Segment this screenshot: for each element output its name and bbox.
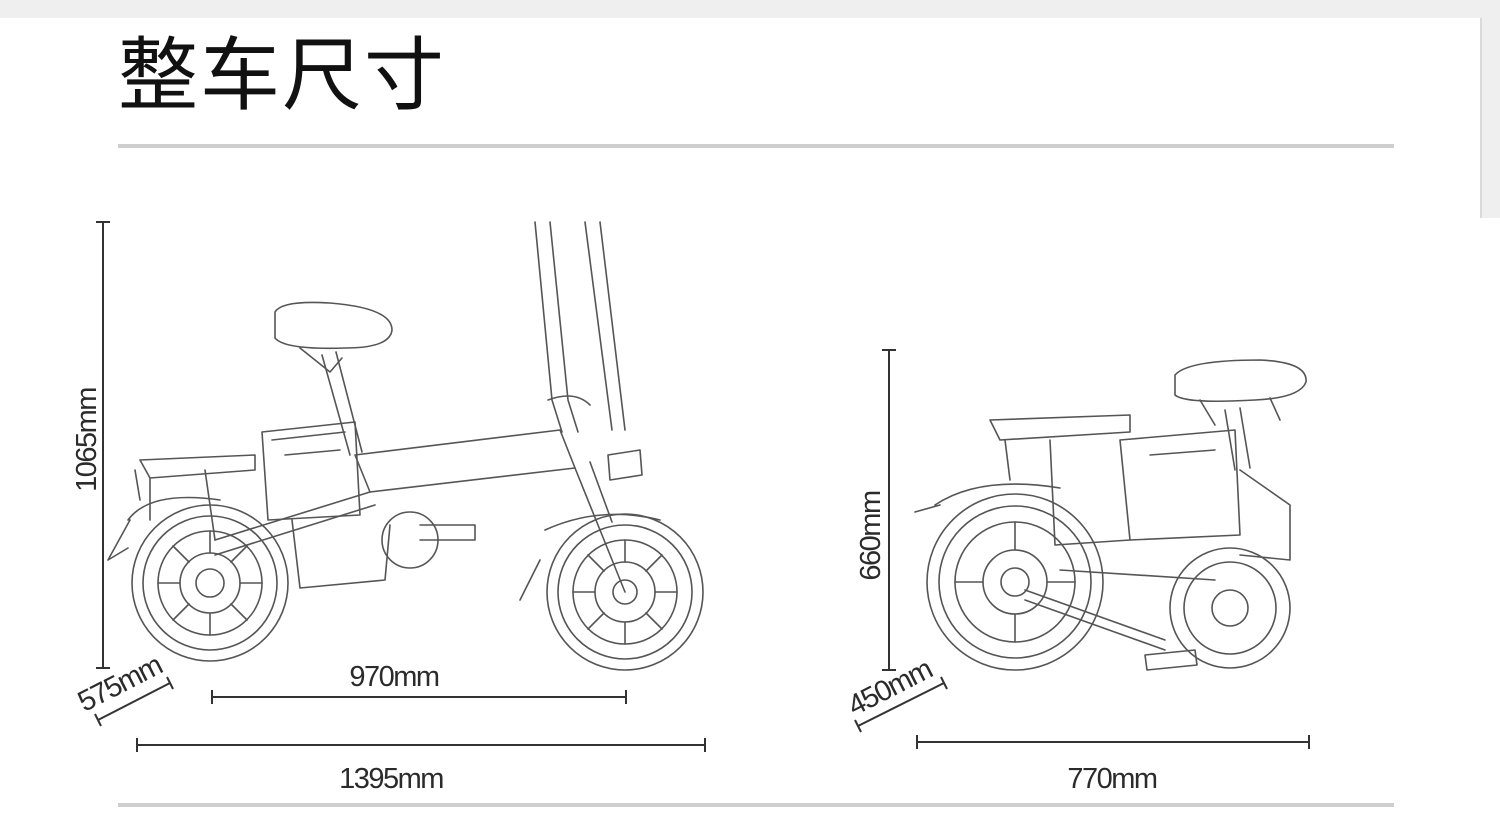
folded-height-dimension-line xyxy=(882,349,896,671)
folded-width-label: 450mm xyxy=(843,653,937,722)
rear-wheel xyxy=(131,504,289,662)
folded-front-wheel xyxy=(1169,547,1291,669)
right-band xyxy=(1482,0,1500,218)
top-band xyxy=(0,0,1500,18)
front-wheel xyxy=(546,513,704,671)
unfolded-bike-drawing xyxy=(107,221,704,671)
folded-bike-drawing xyxy=(914,359,1307,671)
unfolded-length-label: 1395mm xyxy=(339,763,443,795)
wheelbase-dimension-line xyxy=(211,690,627,704)
unfolded-length-dimension-line xyxy=(136,738,706,752)
bottom-divider xyxy=(118,803,1394,807)
folded-length-label: 770mm xyxy=(1067,763,1157,795)
page-title: 整车尺寸 xyxy=(118,29,446,122)
unfolded-height-label: 1065mm xyxy=(71,388,103,492)
unfolded-width-dimension-line xyxy=(94,676,174,727)
right-edge xyxy=(1480,18,1482,218)
folded-height-label: 660mm xyxy=(855,491,887,581)
folded-width-dimension-line xyxy=(854,676,948,733)
wheelbase-label: 970mm xyxy=(349,661,439,693)
folded-length-dimension-line xyxy=(916,735,1310,749)
folded-rear-wheel xyxy=(926,493,1104,671)
title-divider xyxy=(118,144,1394,148)
unfolded-height-dimension-line xyxy=(96,221,110,669)
